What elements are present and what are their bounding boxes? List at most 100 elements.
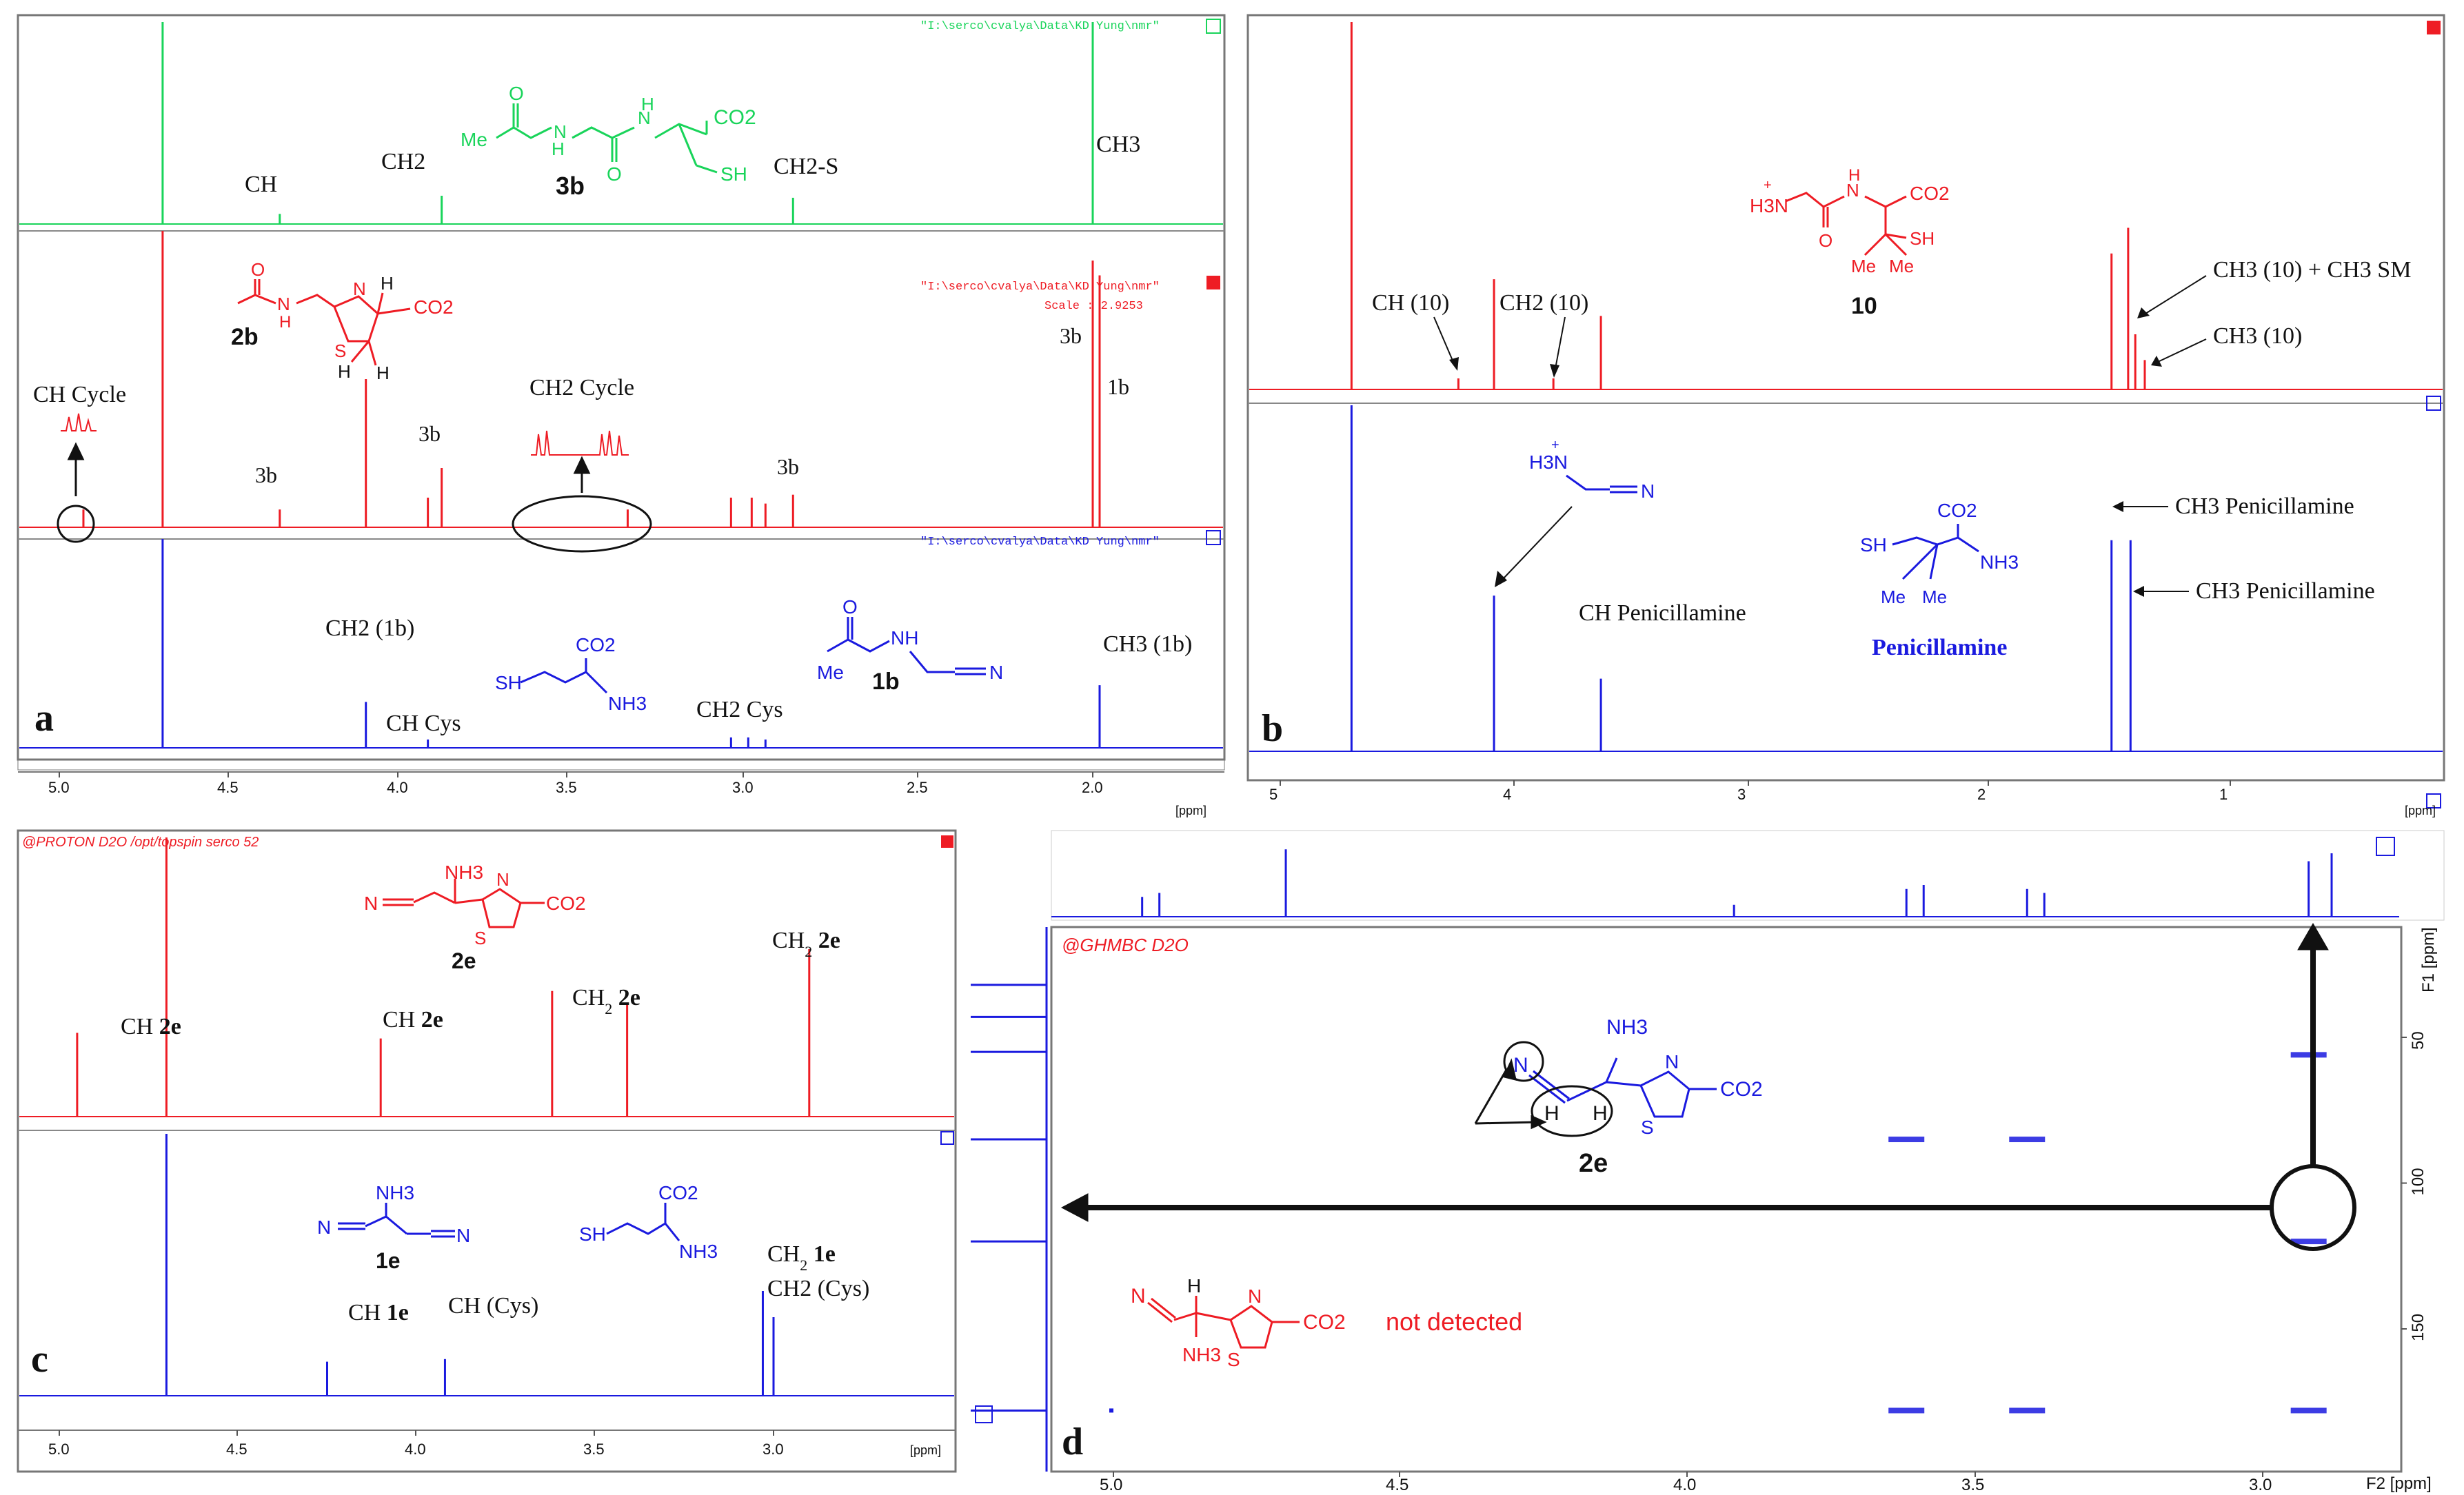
panel-b-letter: b <box>1262 707 1283 750</box>
label-b-ch2-10: CH2 (10) <box>1499 290 1588 316</box>
cross-peak-stray <box>1109 1408 1113 1413</box>
annot-d-hmbc-marks <box>1474 1041 1613 1137</box>
struct-2e-c-label: 2e <box>452 948 476 973</box>
cross-peak-2 <box>2009 1137 2046 1143</box>
structure-2e-d <box>1528 1057 1717 1118</box>
struct-2b-o: O <box>251 259 265 280</box>
panel-a-path-green: "I:\serco\cvalya\Data\KD Yung\nmr" <box>920 20 1160 33</box>
struct-1e-n1: N <box>317 1217 331 1238</box>
arrow-b-ch2-10 <box>1554 316 1566 373</box>
panel-c-marker-blue <box>940 1131 954 1145</box>
tick-label-d-x-1: 4.5 <box>1386 1476 1408 1494</box>
structure-3b <box>496 103 718 174</box>
panel-a-path-blue: "I:\serco\cvalya\Data\KD Yung\nmr" <box>920 536 1160 549</box>
tick-label-c-2: 4.0 <box>405 1441 426 1458</box>
structure-nd <box>1147 1296 1300 1349</box>
panel-c-marker-red <box>941 835 953 848</box>
struct-2e-d-h1: H <box>1544 1102 1559 1125</box>
label-a-ch2s-green: CH2-S <box>774 154 838 179</box>
panel-a-letter: a <box>34 697 54 740</box>
panel-c-path: @PROTON D2O /opt/topspin serco 52 <box>22 835 259 850</box>
struct-3b-n2: N <box>638 108 651 128</box>
arrow-b-ch3-10 <box>2157 338 2207 363</box>
struct-2e-c-co2: CO2 <box>546 893 586 914</box>
arrow-b-ch3-sm <box>2145 275 2207 314</box>
panel-d-projections <box>971 849 2399 1472</box>
struct-2e-c-s: S <box>474 928 486 948</box>
struct-3b-n1: N <box>554 121 567 142</box>
label-a-3b-1: 3b <box>255 462 277 487</box>
struct-3b-o1: O <box>509 83 524 104</box>
tick-label-c-0: 5.0 <box>48 1441 70 1458</box>
label-c-chcys: CH (Cys) <box>448 1293 538 1319</box>
label-c-ch21e: CH2 1e <box>767 1241 836 1274</box>
panel-b-marker-blue-2 <box>2426 793 2441 808</box>
struct-2b-n1: N <box>277 294 290 314</box>
struct-glyn-n: N <box>1641 480 1655 502</box>
cross-peak-5 <box>2009 1407 2046 1414</box>
panel-b-spectra <box>1249 22 2443 752</box>
panel-a-marker-green <box>1206 19 1221 34</box>
tick-label-d-x-0: 5.0 <box>1100 1476 1122 1494</box>
panel-a-spectra <box>19 22 1223 749</box>
label-c-ch22e-1: CH2 2e <box>572 985 640 1017</box>
struct-cys-c-co2: CO2 <box>658 1182 698 1203</box>
arrowhead-b-ch3-pen-2 <box>2133 586 2144 597</box>
panel-d-title: @GHMBC D2O <box>1062 935 1189 955</box>
struct-10-label: 10 <box>1851 293 1877 319</box>
tick-label-c-3: 3.5 <box>583 1441 605 1458</box>
tick-label-a-6: 2.0 <box>1082 779 1103 796</box>
struct-nd-co2: CO2 <box>1303 1311 1346 1334</box>
arrowhead-b-ch3-pen-1 <box>2112 501 2123 512</box>
label-a-ch2cys: CH2 Cys <box>696 697 783 722</box>
label-c-ch2e-2: CH 2e <box>383 1007 443 1033</box>
struct-10-nh: H <box>1848 166 1860 185</box>
struct-cys-a-sh: SH <box>495 672 522 693</box>
struct-2b-h3: H <box>338 361 351 382</box>
label-a-chcycle: CH Cycle <box>33 382 126 407</box>
label-a-ch-green: CH <box>245 172 277 197</box>
arrowhead-b-glyn <box>1495 571 1507 587</box>
struct-10-plus: + <box>1764 178 1772 193</box>
struct-2e-c-n1: N <box>364 893 378 914</box>
arrowhead-b-ch2-10 <box>1550 364 1559 378</box>
label-a-ch2cycle: CH2 Cycle <box>529 375 634 400</box>
annot-a-chcycle <box>57 413 97 543</box>
label-b-ch-pen: CH Penicillamine <box>1579 600 1746 626</box>
struct-nd-n2: N <box>1248 1285 1262 1307</box>
struct-3b-nh1: H <box>552 139 565 159</box>
tick-label-b-3: 2 <box>1977 786 1986 803</box>
structure-2b <box>237 279 411 366</box>
struct-10-h3n: H3N <box>1750 195 1788 216</box>
label-a-ch2-green: CH2 <box>381 149 425 174</box>
panel-a-marker-blue <box>1206 530 1221 545</box>
structure-glyn <box>1566 474 1637 494</box>
label-a-ch3-1b: CH3 (1b) <box>1103 631 1192 657</box>
panel-b-marker-blue <box>2426 396 2441 411</box>
label-a-chcys: CH Cys <box>386 711 461 736</box>
tick-label-a-0: 5.0 <box>48 779 70 796</box>
annot-d-arrows <box>1060 923 2356 1251</box>
label-a-1b: 1b <box>1107 374 1129 399</box>
struct-10-n: N <box>1846 180 1859 201</box>
label-b-ch3-pen-2: CH3 Penicillamine <box>2196 578 2375 604</box>
structure-1e <box>338 1203 455 1238</box>
panel-b-frame <box>1246 14 2445 782</box>
struct-2b-h2: H <box>376 363 390 383</box>
struct-2b-n2: N <box>353 278 366 299</box>
label-a-ch2-1b: CH2 (1b) <box>325 616 414 641</box>
panel-d-cross-peaks <box>1109 1052 2327 1414</box>
cross-peak-4 <box>1888 1407 1925 1414</box>
struct-1b-label: 1b <box>872 669 900 695</box>
struct-pen-me2: Me <box>1922 587 1947 607</box>
struct-3b-sh: SH <box>720 163 747 185</box>
arrow-b-glyn <box>1502 506 1573 580</box>
panel-a: "I:\serco\cvalya\Data\KD Yung\nmr" "I:\s… <box>17 14 1226 817</box>
panel-b-marker-red <box>2427 21 2441 34</box>
panel-a-plot-frame <box>17 14 1225 771</box>
panel-c-frame <box>17 829 957 1473</box>
